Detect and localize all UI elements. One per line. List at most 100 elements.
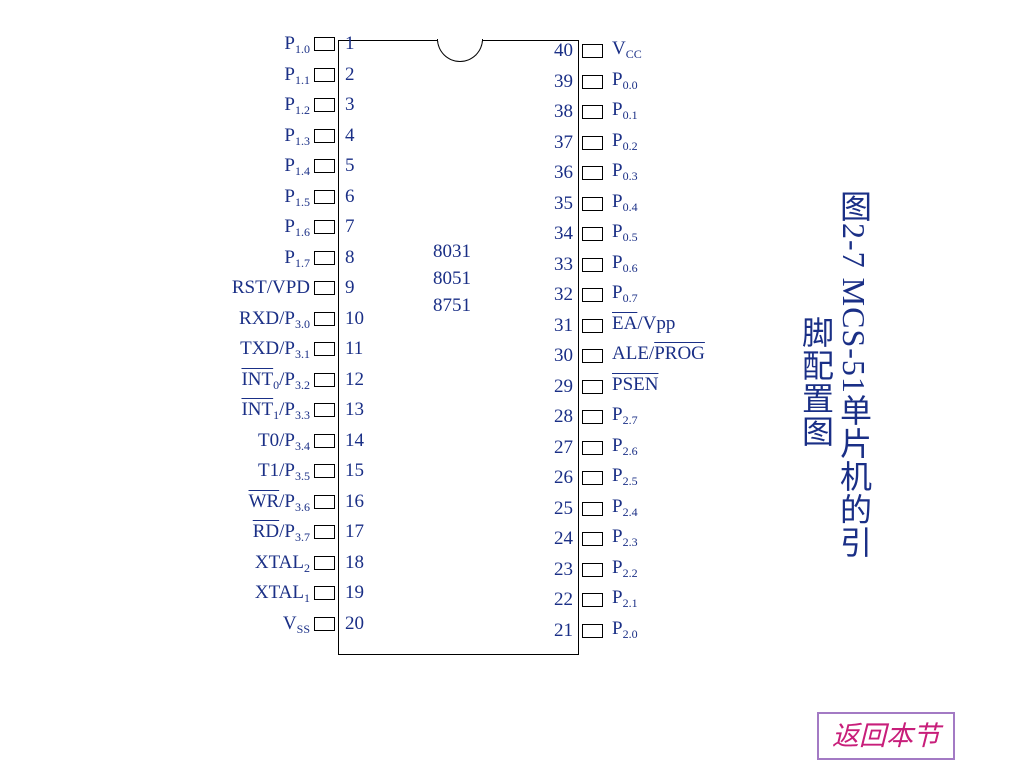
pin-number: 9 (345, 277, 355, 298)
pin-number: 8 (345, 246, 355, 268)
pin-lead-right (582, 593, 603, 607)
pin-lead-right (582, 562, 603, 577)
pin-number: 33 (554, 253, 573, 275)
pin-label: P2.3 (612, 526, 638, 549)
return-to-section-button[interactable]: 返回本节 (817, 712, 955, 760)
pin-label: P1.3 (284, 124, 310, 148)
pin-label: P0.1 (612, 99, 638, 122)
pin-number: 6 (345, 185, 355, 207)
pin-number: 35 (554, 192, 573, 214)
pin-lead-right (582, 257, 603, 272)
pin-label: P0.7 (612, 282, 638, 305)
pin-lead-left (314, 250, 335, 265)
chip-body (338, 40, 579, 655)
pin-number: 18 (345, 551, 364, 573)
figure-title-continued: 脚配置图 (798, 316, 834, 448)
pin-number: 27 (554, 436, 573, 458)
pin-number: 19 (345, 582, 364, 603)
pin-lead-left (314, 67, 335, 82)
pin-number: 14 (345, 429, 364, 451)
pin-label: P2.6 (612, 434, 638, 458)
pin-lead-right (582, 105, 603, 119)
pin-number: 24 (554, 528, 573, 549)
pin-number: 25 (554, 497, 573, 519)
pin-label: P0.3 (612, 160, 638, 183)
pin-lead-left (314, 159, 335, 173)
pin-label: P0.2 (612, 129, 638, 153)
pin-lead-right (582, 440, 603, 455)
pin-label: XTAL2 (254, 551, 310, 575)
pin-label: P1.7 (284, 246, 310, 270)
pin-number: 40 (554, 40, 573, 61)
pin-number: 39 (554, 70, 573, 92)
pin-number: 38 (554, 101, 573, 122)
pin-label: P2.5 (612, 465, 638, 488)
pin-lead-left (314, 555, 335, 570)
pin-lead-left (314, 311, 335, 326)
pin-label: P2.0 (612, 617, 638, 641)
pin-number: 21 (554, 619, 573, 641)
chip-notch-cover (438, 39, 482, 41)
pin-number: 1 (345, 33, 355, 54)
pin-lead-right (582, 288, 603, 302)
pin-label: ALE/PROG (612, 343, 705, 364)
chip-variant-label: 8031 (433, 241, 471, 262)
pin-lead-right (582, 318, 603, 333)
pin-label: P2.1 (612, 587, 638, 610)
pin-lead-left (314, 616, 335, 631)
pin-number: 28 (554, 406, 573, 427)
pin-label: VSS (282, 612, 310, 636)
pin-lead-left (314, 342, 335, 356)
pin-label: P0.6 (612, 251, 638, 275)
pin-lead-right (582, 349, 603, 363)
pin-label: P1.2 (284, 94, 310, 117)
pin-label: INT1/P3.3 (241, 399, 310, 422)
pin-label: P0.4 (612, 190, 638, 214)
pin-label: EA/Vpp (612, 312, 676, 334)
pin-lead-left (314, 281, 335, 295)
pin-lead-right (582, 74, 603, 89)
pin-label: P1.0 (284, 33, 310, 56)
pin-lead-left (314, 586, 335, 600)
pin-number: 34 (554, 223, 573, 244)
pin-lead-left (314, 464, 335, 478)
pin-label: XTAL1 (254, 582, 310, 605)
pin-number: 17 (345, 521, 364, 542)
pin-label: P1.6 (284, 216, 310, 239)
pin-lead-left (314, 37, 335, 51)
pin-number: 13 (345, 399, 364, 420)
pin-lead-left (314, 525, 335, 539)
pin-label: P0.5 (612, 221, 638, 244)
chip-variant-label: 8051 (433, 268, 471, 289)
pin-lead-left (314, 98, 335, 112)
pin-label: INT0/P3.2 (241, 368, 310, 392)
pin-lead-right (582, 44, 603, 58)
pin-lead-left (314, 494, 335, 509)
pin-number: 22 (554, 589, 573, 610)
pin-label: RXD/P3.0 (239, 307, 310, 331)
pin-lead-left (314, 189, 335, 204)
pin-lead-right (582, 623, 603, 638)
figure-title: 图2-7 MCS-51单片机的引 (836, 190, 872, 559)
pin-label: P1.5 (284, 185, 310, 209)
pin-number: 29 (554, 375, 573, 397)
pin-lead-left (314, 433, 335, 448)
pin-lead-left (314, 220, 335, 234)
pin-number: 7 (345, 216, 355, 237)
pin-lead-left (314, 372, 335, 387)
pin-label: P2.7 (612, 404, 638, 427)
pin-label: T0/P3.4 (258, 429, 310, 453)
pin-label: TXD/P3.1 (240, 338, 310, 361)
pin-number: 32 (554, 284, 573, 305)
pin-number: 23 (554, 558, 573, 580)
pin-number: 15 (345, 460, 364, 481)
pin-lead-right (582, 379, 603, 394)
pin-label: P0.0 (612, 68, 638, 92)
pin-lead-right (582, 166, 603, 180)
pin-number: 4 (345, 124, 355, 146)
pin-number: 11 (345, 338, 364, 359)
pin-number: 16 (345, 490, 364, 512)
pin-number: 30 (554, 345, 573, 366)
chip-variant-label: 8751 (433, 295, 471, 316)
